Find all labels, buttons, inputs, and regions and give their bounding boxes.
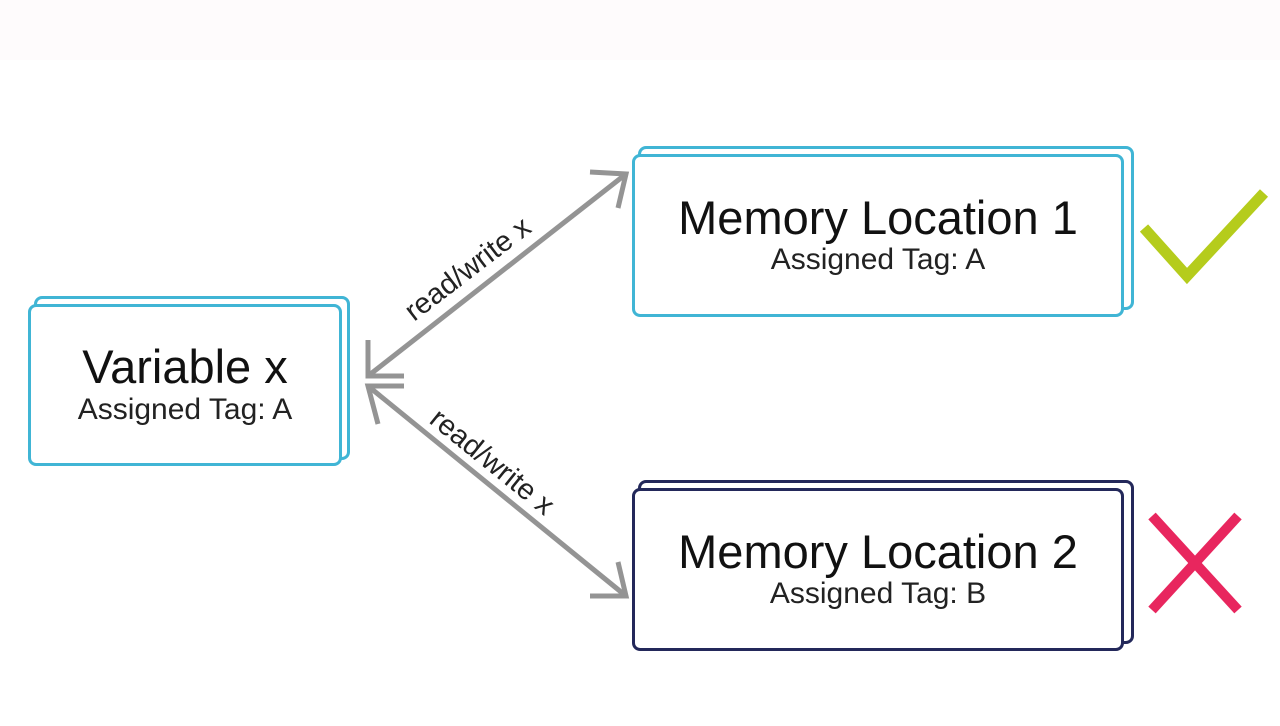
node-variable-x: Variable x Assigned Tag: A bbox=[28, 296, 350, 468]
arrowhead-right-icon bbox=[590, 561, 630, 599]
node-title: Memory Location 2 bbox=[678, 524, 1078, 578]
arrowhead-right-icon bbox=[589, 169, 630, 209]
arrow-line bbox=[366, 172, 628, 378]
top-band bbox=[0, 0, 1280, 60]
node-title: Variable x bbox=[82, 340, 288, 394]
arrowhead-left-icon bbox=[365, 340, 404, 379]
edge-label: read/write x bbox=[424, 403, 561, 523]
node-subtitle: Assigned Tag: A bbox=[77, 392, 293, 426]
arrowhead-left-icon bbox=[364, 383, 404, 425]
node-subtitle: Assigned Tag: B bbox=[769, 577, 987, 611]
cross-icon bbox=[1148, 512, 1242, 614]
node-subtitle: Assigned Tag: A bbox=[770, 243, 986, 277]
edge-variable-memory1: read/write x bbox=[365, 169, 630, 379]
node-card: Variable x Assigned Tag: A bbox=[28, 304, 342, 466]
node-title: Memory Location 1 bbox=[678, 190, 1078, 244]
check-icon bbox=[1139, 189, 1269, 285]
node-card: Memory Location 2 Assigned Tag: B bbox=[632, 488, 1124, 651]
edge-variable-memory2: read/write x bbox=[364, 383, 630, 599]
arrow-line bbox=[366, 384, 628, 598]
node-memory-location-1: Memory Location 1 Assigned Tag: A bbox=[632, 146, 1134, 318]
node-memory-location-2: Memory Location 2 Assigned Tag: B bbox=[632, 480, 1134, 652]
node-card: Memory Location 1 Assigned Tag: A bbox=[632, 154, 1124, 317]
edge-label: read/write x bbox=[399, 211, 538, 328]
